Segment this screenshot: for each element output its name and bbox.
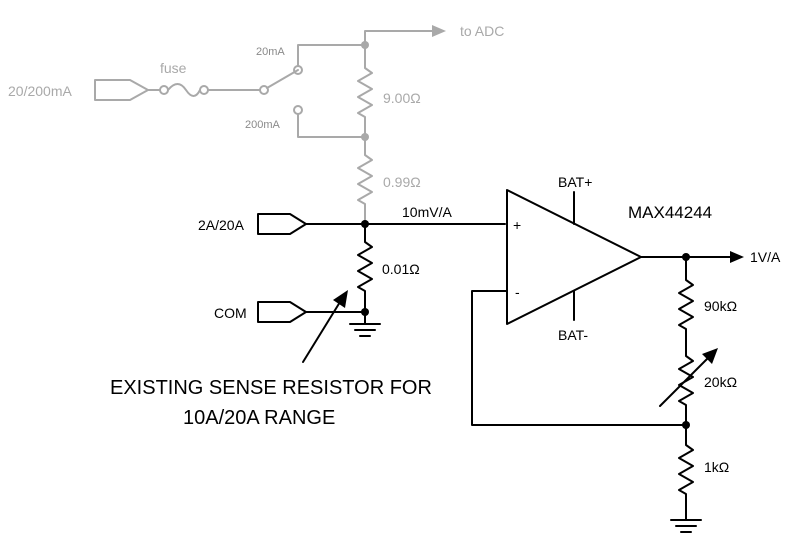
annotation-arrow-line bbox=[302, 301, 341, 363]
label-node-10mv: 10mV/A bbox=[402, 204, 452, 220]
label-output: 1V/A bbox=[750, 249, 781, 265]
annotation-line-2: 10A/20A RANGE bbox=[183, 407, 335, 429]
label-bat-minus: BAT- bbox=[558, 327, 588, 343]
label-r-1k: 1kΩ bbox=[704, 459, 729, 475]
label-input-2a-20a: 2A/20A bbox=[198, 217, 245, 233]
label-input-20-200ma: 20/200mA bbox=[8, 83, 72, 99]
switch-pivot bbox=[259, 85, 269, 95]
label-r-20k: 20kΩ bbox=[704, 374, 737, 390]
feedback-network: 1V/A 90kΩ 20kΩ 1kΩ bbox=[471, 249, 781, 533]
label-r-0-99: 0.99Ω bbox=[383, 174, 421, 190]
junction-200ma bbox=[361, 133, 369, 141]
resistor-0-99 bbox=[357, 136, 373, 225]
annotation-arrowhead bbox=[333, 290, 348, 308]
label-opamp-minus: - bbox=[515, 284, 520, 300]
resistor-9-00 bbox=[357, 44, 373, 138]
label-r-9-00: 9.00Ω bbox=[383, 90, 421, 106]
switch-blade bbox=[266, 69, 299, 89]
resistor-1k bbox=[678, 424, 694, 521]
label-fuse: fuse bbox=[160, 60, 187, 76]
label-to-adc: to ADC bbox=[460, 23, 504, 39]
label-ic-name: MAX44244 bbox=[628, 203, 712, 222]
label-switch-200ma: 200mA bbox=[245, 119, 281, 131]
input-connector-20-200ma bbox=[94, 79, 149, 101]
arrow-output bbox=[730, 251, 744, 263]
resistor-90k bbox=[678, 256, 694, 346]
variable-arrow-line bbox=[659, 357, 709, 407]
label-com: COM bbox=[214, 305, 247, 321]
wire-feedback bbox=[471, 290, 687, 426]
low-current-path: 20/200mA fuse 20mA 200mA to ADC 9.00Ω 0. bbox=[8, 23, 504, 225]
ground-symbol-feedback bbox=[670, 519, 702, 533]
annotation-line-1: EXISTING SENSE RESISTOR FOR bbox=[110, 377, 432, 399]
op-amp-max44244: + - BAT+ BAT- MAX44244 bbox=[506, 174, 712, 343]
high-current-path: 2A/20A 10mV/A 0.01Ω COM EXISTING SENSE R… bbox=[110, 204, 506, 429]
fuse-symbol bbox=[159, 83, 209, 97]
input-connector-com bbox=[257, 301, 307, 323]
wire-to-adc bbox=[364, 30, 433, 46]
resistor-0-01-sense bbox=[357, 223, 373, 313]
label-switch-20ma: 20mA bbox=[256, 46, 285, 58]
variable-arrowhead bbox=[702, 348, 718, 364]
input-connector-2a-20a bbox=[257, 213, 307, 235]
label-bat-plus: BAT+ bbox=[558, 174, 592, 190]
arrow-to-adc bbox=[432, 25, 446, 37]
label-opamp-plus: + bbox=[513, 217, 521, 233]
junction-adc bbox=[361, 41, 369, 49]
switch-contact-200ma bbox=[293, 105, 303, 115]
label-r-0-01: 0.01Ω bbox=[382, 261, 420, 277]
label-r-90k: 90kΩ bbox=[704, 298, 737, 314]
ground-symbol-com bbox=[349, 311, 381, 337]
